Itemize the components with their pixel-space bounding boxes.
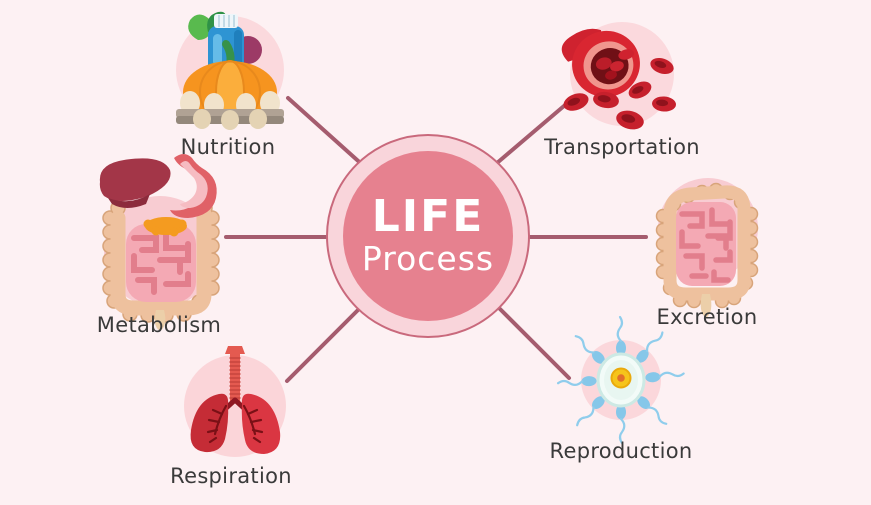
blood-vessel-cells-icon <box>561 22 676 130</box>
connector-line-transportation <box>495 98 573 165</box>
node-label-excretion: Excretion <box>656 305 758 329</box>
connector-line-nutrition <box>286 96 368 170</box>
node-label-metabolism: Metabolism <box>96 313 222 337</box>
large-intestine-icon <box>655 178 759 318</box>
node-label-transportation: Transportation <box>544 135 700 159</box>
pumpkin-eggs-bottle-icon <box>176 11 284 130</box>
connector-line-reproduction <box>497 306 571 380</box>
node-label-nutrition: Nutrition <box>180 135 276 159</box>
hub-circle: LIFE Process <box>326 134 530 338</box>
connector-line-respiration <box>285 304 364 383</box>
node-label-reproduction: Reproduction <box>549 439 693 463</box>
hub-title-top: LIFE <box>371 190 485 242</box>
ovum-sperm-icon <box>556 315 685 445</box>
digestive-system-icon <box>99 154 220 331</box>
hub-title-bottom: Process <box>361 239 495 279</box>
node-label-respiration: Respiration <box>170 464 292 488</box>
lungs-icon <box>184 346 286 457</box>
hub-circle-inner: LIFE Process <box>343 151 513 321</box>
